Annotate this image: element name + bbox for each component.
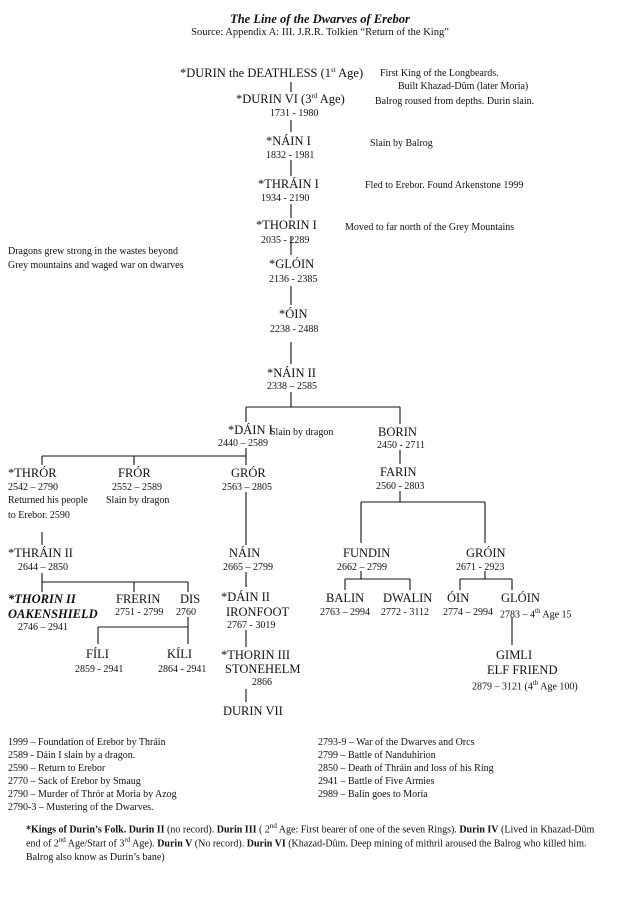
- note-durin-deathless-1: First King of the Longbeards.: [380, 68, 499, 79]
- node-gror: GRÓR: [231, 466, 266, 480]
- dates-thorin-iii: 2866: [252, 677, 272, 688]
- dates-oin-b: 2774 – 2994: [443, 607, 493, 618]
- dates-thorin-ii: 2746 – 2941: [18, 622, 68, 633]
- node-thror: *THRÓR: [8, 466, 57, 480]
- note-nain-i: Slain by Balrog: [370, 138, 433, 149]
- note-dain-i: Slain by dragon: [270, 427, 334, 438]
- dates-balin: 2763 – 2994: [320, 607, 370, 618]
- dates-gror: 2563 – 2805: [222, 482, 272, 493]
- event-left-1: 2589 - Dáin I slain by a dragon.: [8, 750, 136, 761]
- node-balin: BALIN: [326, 591, 365, 605]
- node-thorin-iii: *THORIN III: [221, 648, 291, 662]
- node-fundin: FUNDIN: [343, 546, 391, 560]
- node-gloin-b: GLÓIN: [501, 591, 540, 605]
- node-thorin-i: *THORIN I: [256, 218, 317, 232]
- node-nain-ii: *NÁIN II: [267, 366, 316, 380]
- node-gimli: GIMLI: [496, 648, 533, 662]
- node-oin-b: ÓIN: [447, 591, 470, 605]
- dates-gimli: 2879 – 3121 (4th Age 100): [472, 679, 578, 693]
- note-durin-vi: Balrog roused from depths. Durin slain.: [375, 96, 535, 107]
- dates-dwalin: 2772 - 3112: [381, 607, 429, 618]
- dates-groin: 2671 - 2923: [456, 562, 505, 573]
- dates-frerin: 2751 - 2799: [115, 607, 164, 618]
- node-durin-deathless: *DURIN the DEATHLESS (1st Age): [180, 66, 364, 81]
- node-durin-vi: *DURIN VI (3rd Age): [236, 92, 345, 107]
- node-nain-i: *NÁIN I: [266, 134, 311, 148]
- node-gimli-epithet: ELF FRIEND: [487, 663, 558, 677]
- event-left-2: 2590 – Return to Erebor: [8, 763, 106, 774]
- node-gloin-a: *GLÓIN: [269, 257, 315, 271]
- node-dwalin: DWALIN: [383, 591, 433, 605]
- event-left-3: 2770 – Sack of Erebor by Smaug: [8, 776, 141, 787]
- node-dain-ii-epithet: IRONFOOT: [226, 605, 290, 619]
- event-right-4: 2989 – Balin goes to Moria: [318, 789, 428, 800]
- node-thorin-iii-epithet: STONEHELM: [225, 662, 301, 676]
- node-fili: FÍLI: [86, 647, 109, 661]
- dates-dain-ii: 2767 - 3019: [227, 620, 276, 631]
- event-left-5: 2790-3 – Mustering of the Dwarves.: [8, 802, 154, 813]
- node-thrain-i: *THRÁIN I: [258, 177, 319, 191]
- dates-oin-a: 2238 - 2488: [270, 324, 319, 335]
- dates-borin: 2450 - 2711: [377, 440, 425, 451]
- note-thror-2: to Erebor. 2590: [8, 510, 70, 521]
- event-left-4: 2790 – Murder of Thrór at Moria by Azog: [8, 789, 177, 800]
- note-dragons-1: Dragons grew strong in the wastes beyond: [8, 246, 178, 257]
- note-durin-deathless-2: Built Khazad-Dûm (later Moria): [398, 81, 529, 92]
- source-line: Source: Appendix A: III. J.R.R. Tolkien …: [191, 27, 449, 38]
- node-borin: BORIN: [378, 425, 417, 439]
- node-durin-vii: DURIN VII: [223, 704, 283, 718]
- dates-nain-ii: 2338 – 2585: [267, 381, 317, 392]
- node-thorin-ii: *THORIN II: [8, 592, 76, 606]
- dates-thrain-ii: 2644 – 2850: [18, 562, 68, 573]
- node-frerin: FRERIN: [116, 592, 161, 606]
- node-nain-b: NÁIN: [229, 546, 261, 560]
- dates-thrain-i: 1934 - 2190: [261, 193, 310, 204]
- node-farin: FARIN: [380, 465, 417, 479]
- event-right-1: 2799 – Battle of Nanduhirion: [318, 750, 436, 761]
- node-kili: KÍLI: [167, 647, 192, 661]
- node-thrain-ii: *THRÁIN II: [8, 546, 73, 560]
- event-right-3: 2941 – Battle of Five Armies: [318, 776, 435, 787]
- dates-kili: 2864 - 2941: [158, 664, 207, 675]
- dates-thror: 2542 – 2790: [8, 482, 58, 493]
- note-thorin-i: Moved to far north of the Grey Mountains: [345, 222, 515, 233]
- note-thrain-i: Fled to Erebor. Found Arkenstone 1999: [365, 180, 524, 191]
- event-right-2: 2850 – Death of Thráin and loss of his R…: [318, 763, 494, 774]
- event-right-0: 2793-9 – War of the Dwarves and Orcs: [318, 737, 475, 748]
- dates-fror: 2552 – 2589: [112, 482, 162, 493]
- note-dragons-2: Grey mountains and waged war on dwarves: [8, 260, 184, 271]
- dates-gloin-a: 2136 - 2385: [269, 274, 318, 285]
- footnote-kings: *Kings of Durin’s Folk. Durin II (no rec…: [26, 822, 595, 863]
- dates-fundin: 2662 – 2799: [337, 562, 387, 573]
- dates-farin: 2560 - 2803: [376, 481, 425, 492]
- node-oin-a: *ÓIN: [279, 307, 308, 321]
- node-dis: DIS: [180, 592, 201, 606]
- note-thror-1: Returned his people: [8, 495, 88, 506]
- dates-dis: 2760: [176, 607, 196, 618]
- dates-gloin-b: 2783 – 4th Age 15: [500, 607, 572, 621]
- node-dain-i: *DÁIN I: [228, 423, 273, 437]
- node-dain-ii: *DÁIN II: [221, 590, 270, 604]
- dates-nain-i: 1832 - 1981: [266, 150, 315, 161]
- node-groin: GRÓIN: [466, 546, 506, 560]
- dates-durin-vi: 1731 - 1980: [270, 108, 319, 119]
- node-fror: FRÓR: [118, 466, 151, 480]
- event-left-0: 1999 – Foundation of Erebor by Thráin: [8, 737, 166, 748]
- dates-fili: 2859 - 2941: [75, 664, 124, 675]
- node-thorin-ii-epithet: OAKENSHIELD: [8, 607, 98, 621]
- page-title: The Line of the Dwarves of Erebor: [230, 12, 410, 26]
- dates-nain-b: 2665 – 2799: [223, 562, 273, 573]
- dates-dain-i: 2440 – 2589: [218, 438, 268, 449]
- note-fror: Slain by dragon: [106, 495, 170, 506]
- dates-thorin-i: 2035 - 2289: [261, 235, 310, 246]
